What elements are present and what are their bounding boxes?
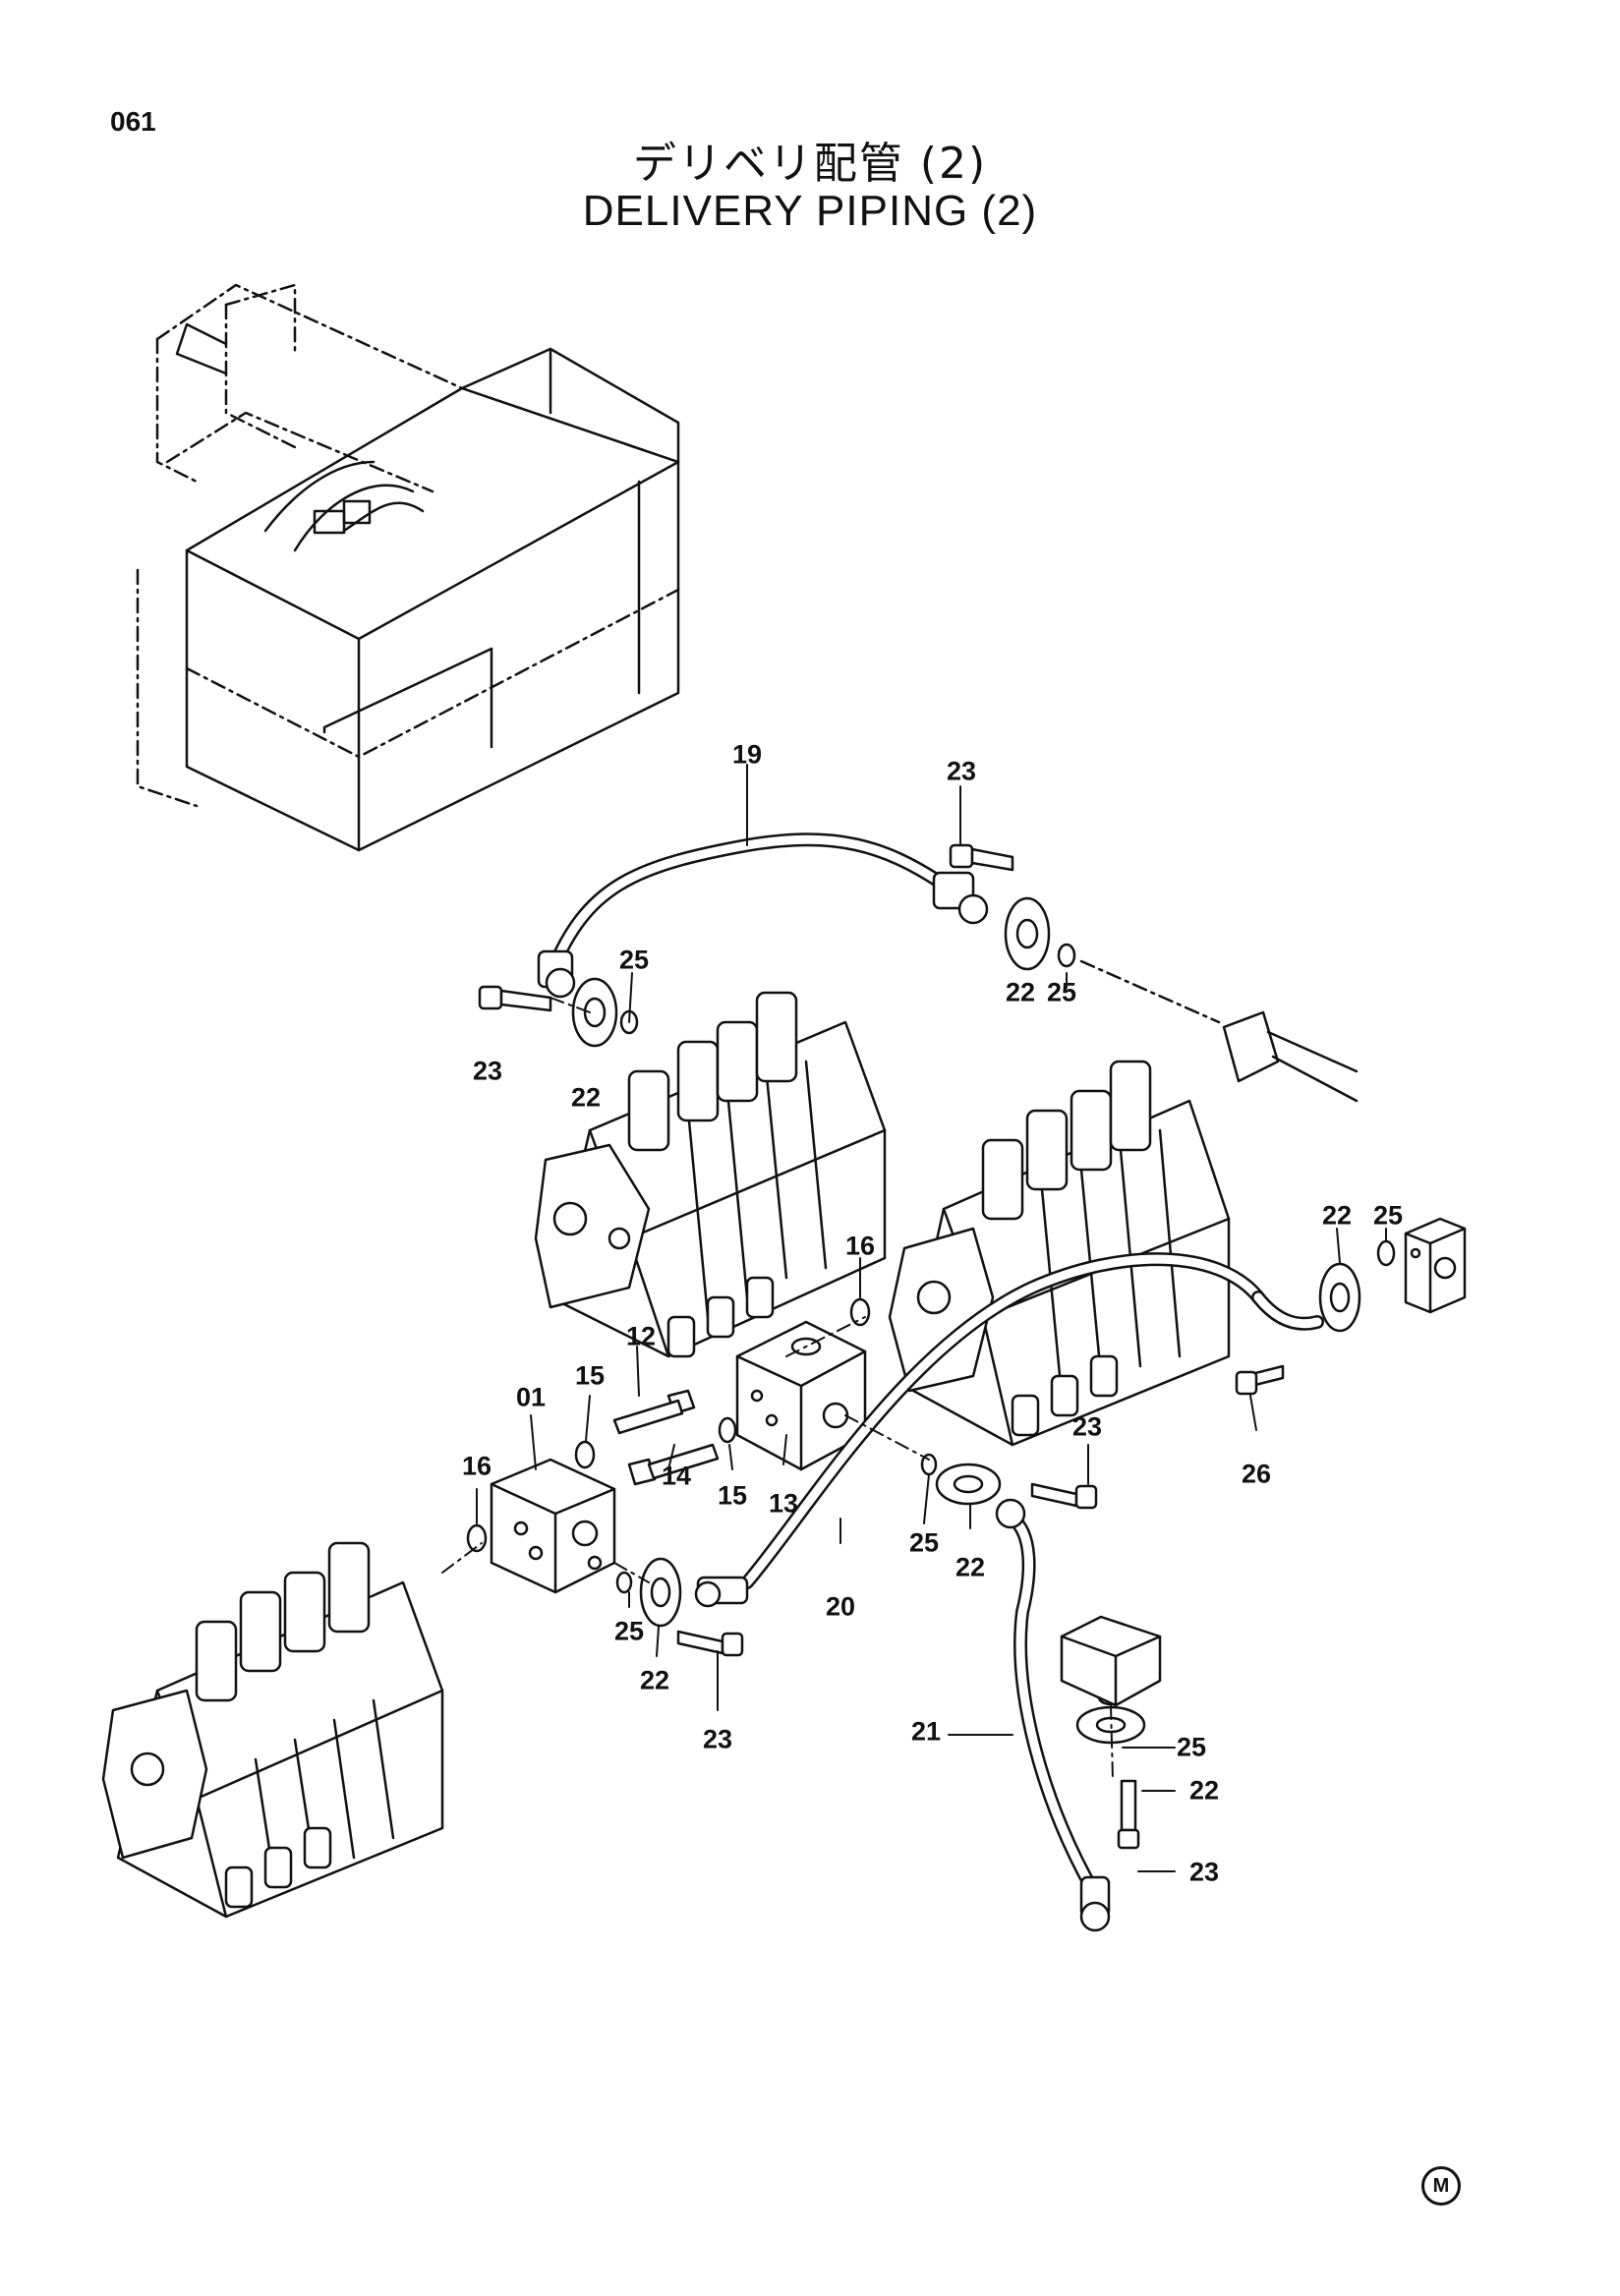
callout-22: 22 xyxy=(955,1552,986,1582)
callout-23: 23 xyxy=(1188,1857,1220,1887)
leader-lines xyxy=(476,764,1387,1872)
callout-22: 22 xyxy=(570,1082,602,1113)
callout-25: 25 xyxy=(618,945,650,975)
flange-block-right xyxy=(1404,1217,1467,1314)
callout-22: 22 xyxy=(1005,977,1036,1007)
bolt-14 xyxy=(627,1443,720,1486)
callout-25: 25 xyxy=(908,1527,940,1558)
callout-15: 15 xyxy=(574,1360,606,1391)
callout-22: 22 xyxy=(1188,1775,1220,1806)
callout-16: 16 xyxy=(461,1451,492,1481)
pipe-right xyxy=(1079,959,1359,1103)
title-japanese: デリベリ配管 (2) xyxy=(632,139,988,189)
title-english: DELIVERY PIPING (2) xyxy=(582,187,1038,235)
callout-23: 23 xyxy=(702,1724,733,1754)
callout-25: 25 xyxy=(1372,1200,1404,1231)
control-valve-lower xyxy=(101,1541,444,1919)
callout-25: 25 xyxy=(1046,977,1077,1007)
centerlines xyxy=(441,997,1114,1780)
bolt-23-top xyxy=(478,843,1014,1012)
callout-22: 22 xyxy=(639,1665,670,1695)
mark-symbol: M xyxy=(1421,2166,1461,2206)
hose-19 xyxy=(537,832,989,999)
callout-19: 19 xyxy=(731,739,763,770)
page-number: 061 xyxy=(110,106,156,137)
callout-26: 26 xyxy=(1241,1459,1272,1489)
callout-16: 16 xyxy=(844,1231,876,1261)
callout-22: 22 xyxy=(1321,1200,1353,1231)
block-01 xyxy=(490,1458,616,1594)
callout-20: 20 xyxy=(825,1591,856,1622)
block-lower-right xyxy=(1060,1615,1162,1707)
hose-21 xyxy=(995,1498,1111,1932)
callout-21: 21 xyxy=(910,1716,942,1747)
callout-13: 13 xyxy=(768,1488,799,1519)
control-valve-upper xyxy=(534,991,887,1358)
flange-22-lower xyxy=(639,1262,1361,1745)
callout-23: 23 xyxy=(946,756,977,786)
callout-25: 25 xyxy=(1176,1732,1207,1762)
callout-25: 25 xyxy=(613,1616,645,1646)
callout-01: 01 xyxy=(515,1382,547,1412)
hose-20 xyxy=(694,1252,1324,1608)
control-valve-right xyxy=(888,1060,1231,1447)
callout-14: 14 xyxy=(661,1461,692,1491)
callout-12: 12 xyxy=(625,1321,657,1351)
bolt-23-lower xyxy=(676,1364,1285,1850)
machine-frame xyxy=(136,283,680,852)
flange-22-top xyxy=(571,896,1076,1048)
bolt-12 xyxy=(612,1389,696,1435)
callout-15: 15 xyxy=(717,1480,748,1511)
callout-23: 23 xyxy=(1071,1411,1103,1442)
callout-23: 23 xyxy=(472,1056,503,1086)
